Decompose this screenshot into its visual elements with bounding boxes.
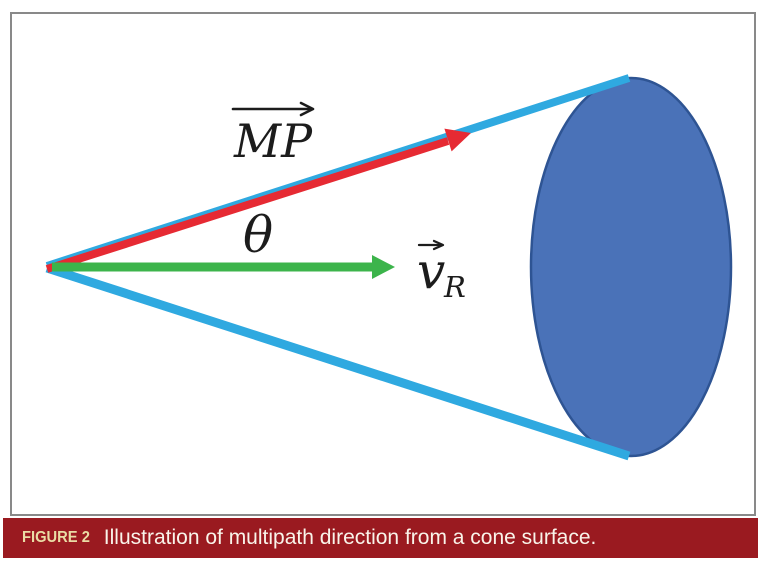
figure-caption-text: Illustration of multipath direction from… xyxy=(103,526,597,549)
mp-vector-arrowhead-icon xyxy=(444,128,471,152)
cone-lower-edge-line xyxy=(45,263,631,461)
velocity-label-group: v R xyxy=(417,239,466,304)
mp-overarrow-head-icon xyxy=(299,101,315,117)
theta-label: θ xyxy=(243,206,273,264)
mp-vector-line xyxy=(45,137,450,273)
velocity-vector-arrowhead-icon xyxy=(372,255,395,279)
figure-caption-bar: FIGURE 2 Illustration of multipath direc… xyxy=(3,518,758,558)
figure-number-label: FIGURE 2 xyxy=(22,529,90,546)
velocity-subscript-label: R xyxy=(443,270,466,304)
mp-label: MP xyxy=(233,114,313,168)
velocity-label: v xyxy=(417,242,445,300)
cone-base-ellipse xyxy=(529,76,733,458)
velocity-vector-arrow xyxy=(52,255,395,279)
velocity-overarrow-head-icon xyxy=(432,239,445,251)
mp-vector-arrow xyxy=(45,128,471,273)
mp-label-group: MP xyxy=(231,101,315,168)
